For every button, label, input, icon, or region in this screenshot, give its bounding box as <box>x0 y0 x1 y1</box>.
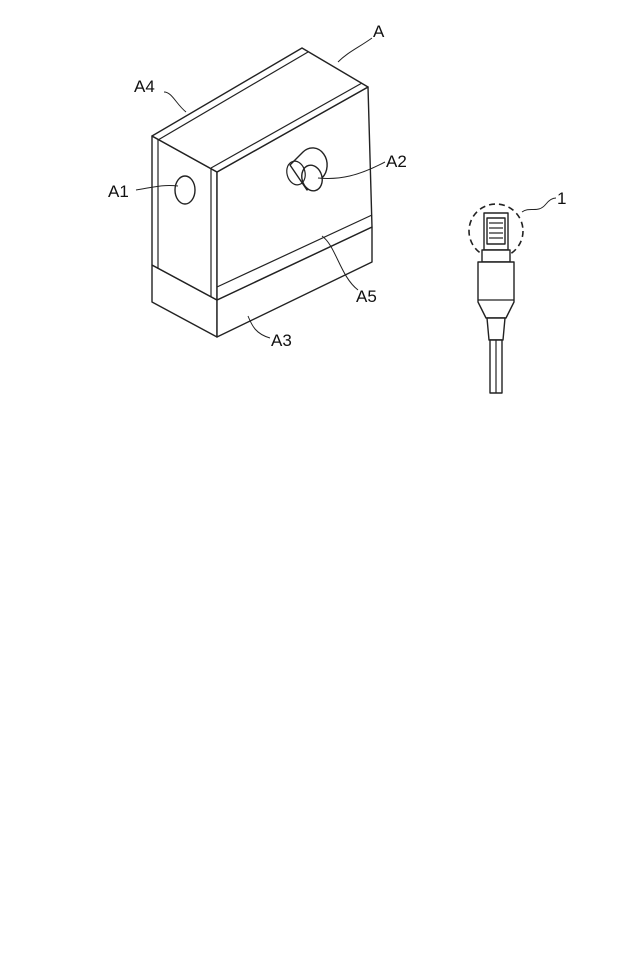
leader-device <box>338 38 372 62</box>
cable-connector <box>469 204 523 393</box>
device-box <box>152 48 372 337</box>
label-device: A <box>373 22 385 41</box>
plug-body <box>478 262 514 318</box>
label-cable-connector: 1 <box>557 189 566 208</box>
plug-neck <box>482 250 510 262</box>
label-base: A3 <box>271 331 292 350</box>
leader-top-layer <box>164 92 186 112</box>
plug-strain-relief <box>487 318 505 340</box>
leader-cable-connector <box>522 198 556 212</box>
label-top-layer: A4 <box>134 77 155 96</box>
label-front-connector: A2 <box>386 152 407 171</box>
label-left-hole: A1 <box>108 182 129 201</box>
label-front-lower-band: A5 <box>356 287 377 306</box>
left-hole-icon <box>175 176 195 204</box>
